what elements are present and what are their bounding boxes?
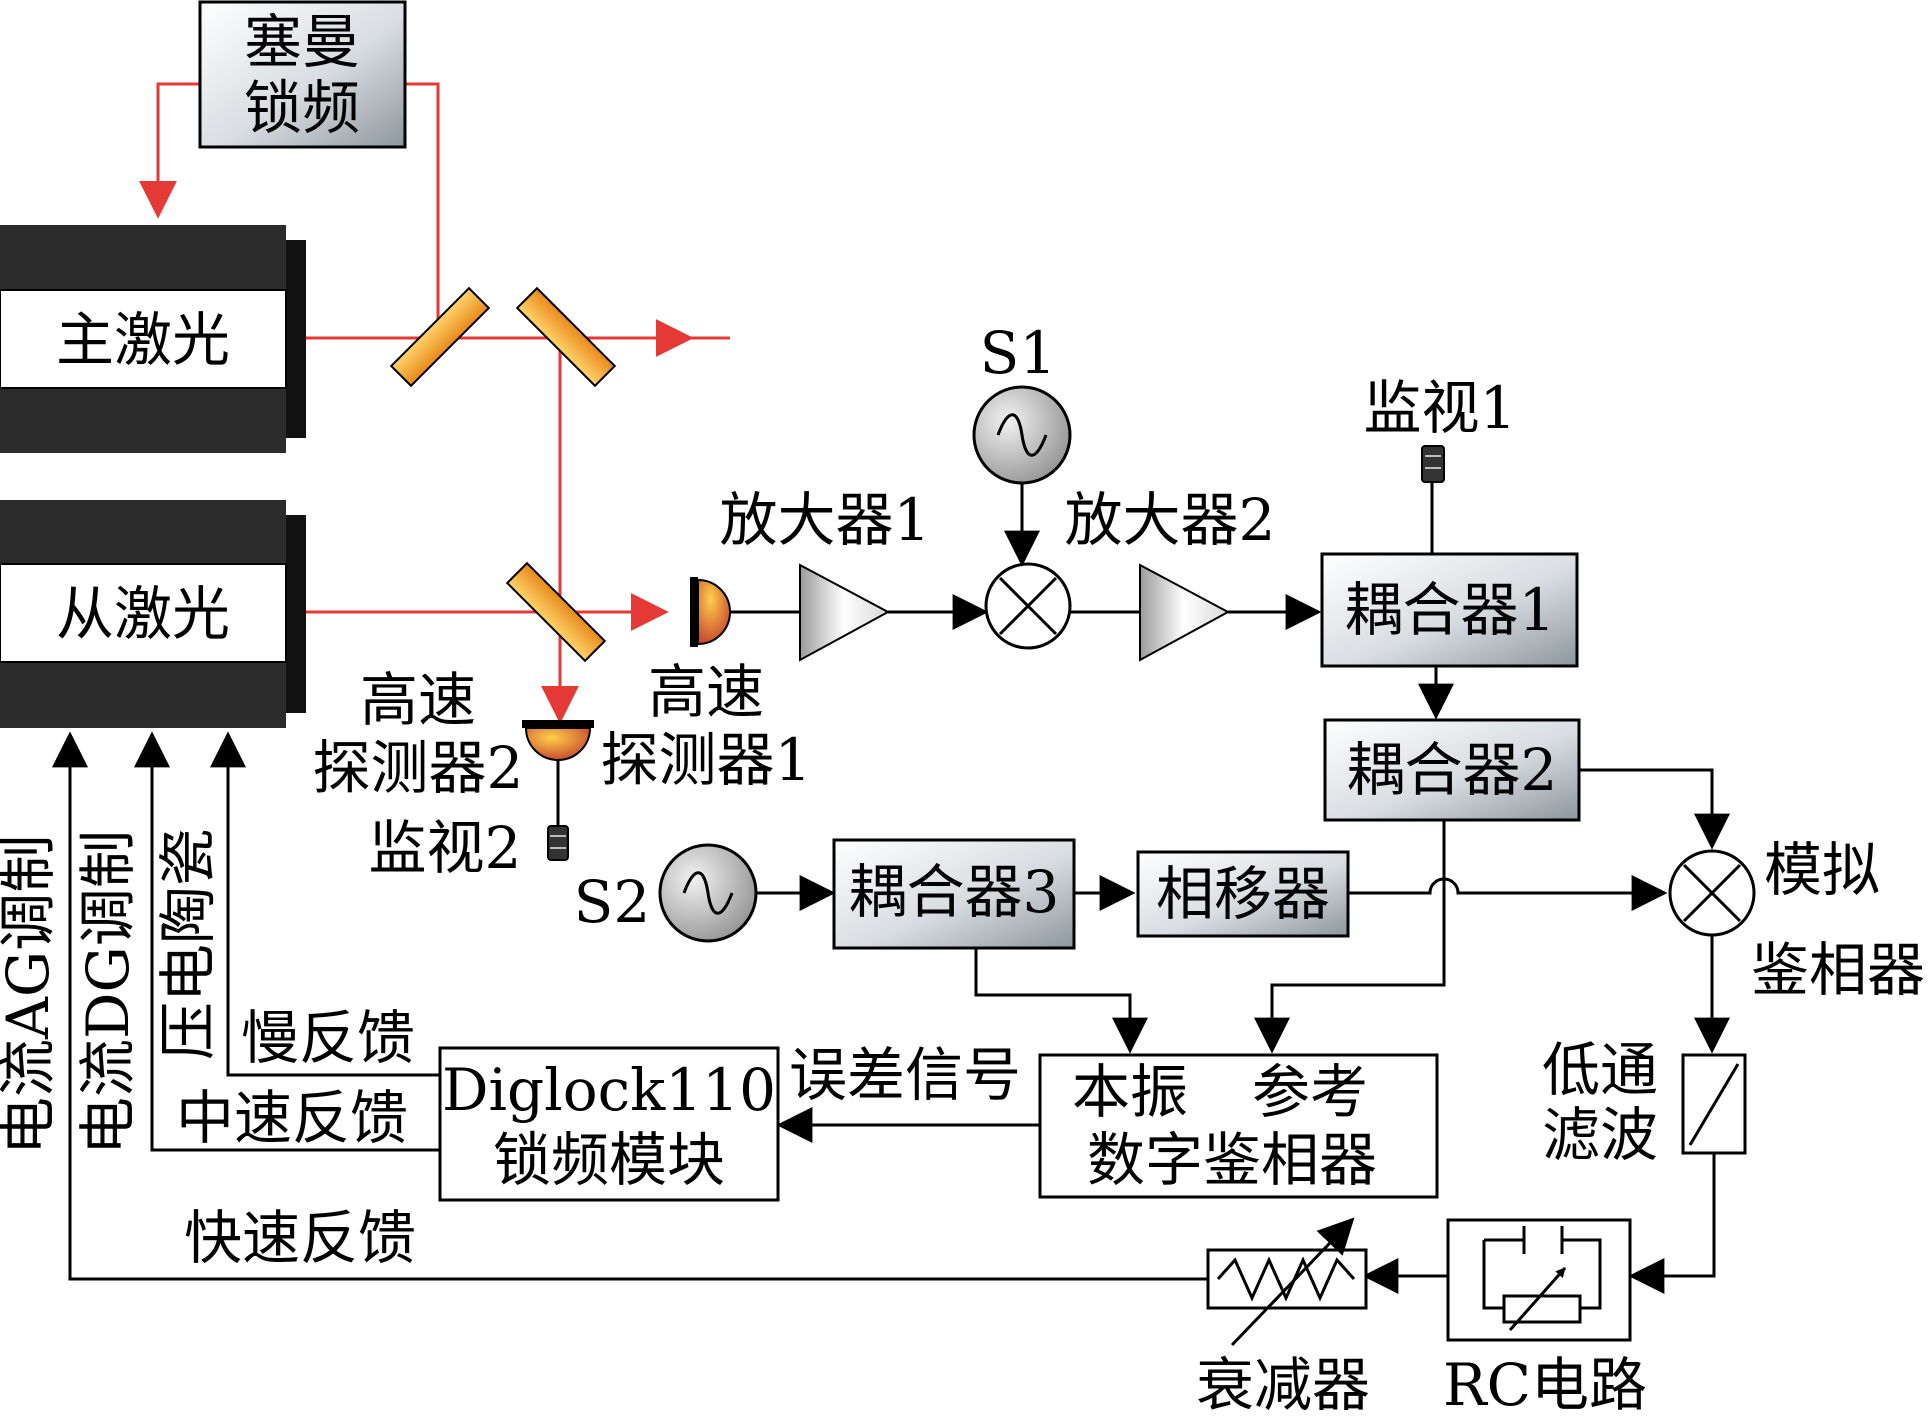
- rc-circuit: [1446, 1218, 1632, 1342]
- coupler3-label: 耦合器3: [849, 858, 1060, 926]
- amp2-label: 放大器2: [1065, 486, 1276, 554]
- monitor1-connector: [1421, 445, 1445, 483]
- diglock-label-1: Diglock110: [442, 1056, 776, 1124]
- master-laser-label: 主激光: [56, 306, 230, 374]
- monitor2-label: 监视2: [369, 814, 522, 882]
- sine-icon: [996, 413, 1048, 457]
- phase-shifter: 相移器: [1136, 850, 1350, 938]
- attenuator-label: 衰减器: [1196, 1351, 1370, 1416]
- slow-feedback-label: 慢反馈: [241, 1004, 415, 1072]
- zeeman-lock-label-2: 锁频: [244, 74, 360, 142]
- digital-pd-label: 数字鉴相器: [1087, 1126, 1377, 1194]
- mirrors: [389, 286, 617, 663]
- lowpass-label-1: 低通: [1542, 1036, 1658, 1104]
- low-pass-filter: [1681, 1053, 1747, 1155]
- detector2-label-1: 高速: [360, 666, 476, 734]
- mirror-3: [505, 561, 607, 663]
- amplifier-1: [799, 563, 891, 662]
- sine-icon-2: [682, 871, 734, 915]
- coupler2-label: 耦合器2: [1347, 736, 1558, 804]
- s1-label: S1: [980, 319, 1057, 387]
- beam-master-to-zeeman: [405, 82, 440, 338]
- high-speed-detector-1: [690, 577, 731, 647]
- coupler1-label: 耦合器1: [1345, 576, 1556, 644]
- lowpass-label-2: 滤波: [1542, 1101, 1658, 1169]
- high-speed-detector-2: [522, 720, 594, 861]
- analog-pd-label-1: 模拟: [1764, 836, 1880, 904]
- error-signal-label: 误差信号: [789, 1041, 1021, 1109]
- current-ag-label: 电流AG调制: [0, 835, 62, 1155]
- slave-laser-label: 从激光: [56, 580, 230, 648]
- optical-beams: [139, 82, 730, 724]
- attenuator: [1206, 1217, 1368, 1347]
- rf-chain-top: [730, 385, 1322, 662]
- coupler-1: 耦合器1: [1320, 552, 1579, 668]
- mirror-2: [515, 286, 617, 388]
- amp1-label: 放大器1: [720, 486, 931, 554]
- reference-label: 参考: [1252, 1058, 1368, 1126]
- zeeman-lock-box: 塞曼 锁频: [198, 0, 407, 149]
- detector1-label-1: 高速: [648, 658, 764, 726]
- mid-feedback-label: 中速反馈: [176, 1084, 408, 1152]
- rc-label: RC电路: [1443, 1351, 1647, 1416]
- detector2-label-2: 探测器2: [313, 734, 524, 802]
- detector1-label-2: 探测器1: [601, 726, 812, 794]
- amplifier-2: [1139, 563, 1231, 662]
- monitor2-connector: [547, 825, 569, 861]
- current-dg-label: 电流DG调制: [74, 830, 142, 1155]
- fast-feedback-label: 快速反馈: [184, 1204, 416, 1272]
- coupler-3: 耦合器3: [832, 838, 1076, 950]
- coupler-2: 耦合器2: [1323, 718, 1581, 822]
- piezo-label: 压电陶瓷: [154, 828, 222, 1060]
- master-laser: 主激光: [0, 225, 306, 453]
- local-osc-label: 本振: [1072, 1058, 1188, 1126]
- diglock-module: Diglock110 锁频模块: [438, 1046, 780, 1202]
- beam-zeeman-to-master: [139, 82, 200, 219]
- phase-shifter-label: 相移器: [1156, 860, 1330, 928]
- monitor1-label: 监视1: [1364, 374, 1517, 442]
- slave-laser: 从激光: [0, 500, 306, 728]
- digital-phase-detector: 本振 参考 数字鉴相器: [1038, 1053, 1439, 1199]
- mirror-1: [389, 286, 491, 388]
- diglock-label-2: 锁频模块: [493, 1126, 725, 1194]
- zeeman-lock-label-1: 塞曼: [244, 8, 360, 76]
- s2-label: S2: [574, 868, 651, 936]
- analog-pd-label-2: 鉴相器: [1751, 936, 1925, 1004]
